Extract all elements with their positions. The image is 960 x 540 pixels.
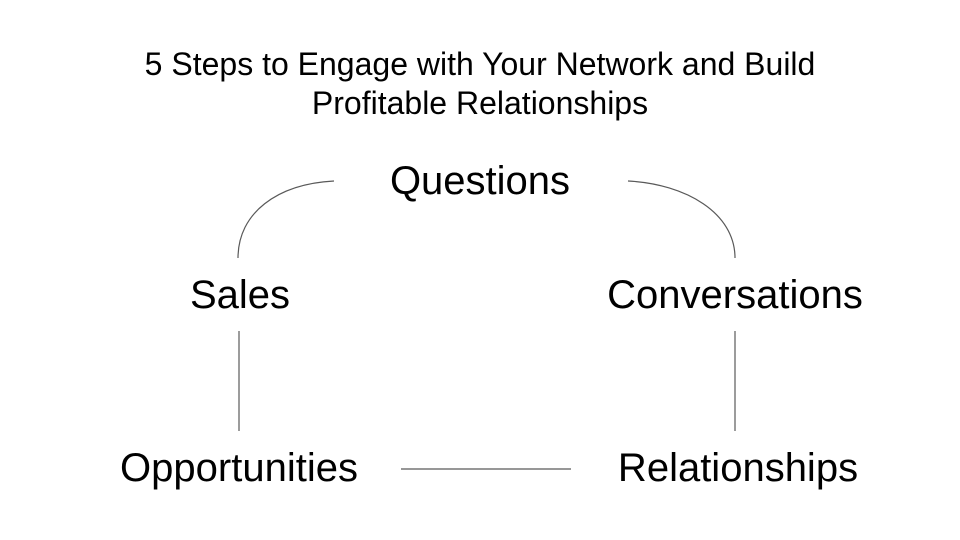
node-questions[interactable]: Questions	[389, 159, 571, 203]
node-conversations[interactable]: Conversations	[607, 273, 863, 317]
node-relationships[interactable]: Relationships	[617, 446, 859, 490]
node-opportunities[interactable]: Opportunities	[120, 446, 358, 490]
title-line-1: 5 Steps to Engage with Your Network and …	[144, 46, 816, 82]
title-line-2: Profitable Relationships	[311, 85, 649, 121]
connector-questions-to-conversations-arc	[627, 180, 736, 259]
node-sales[interactable]: Sales	[189, 273, 291, 317]
connector-sales-to-questions-arc	[237, 180, 335, 259]
page-title: 5 Steps to Engage with Your Network and …	[50, 45, 910, 123]
